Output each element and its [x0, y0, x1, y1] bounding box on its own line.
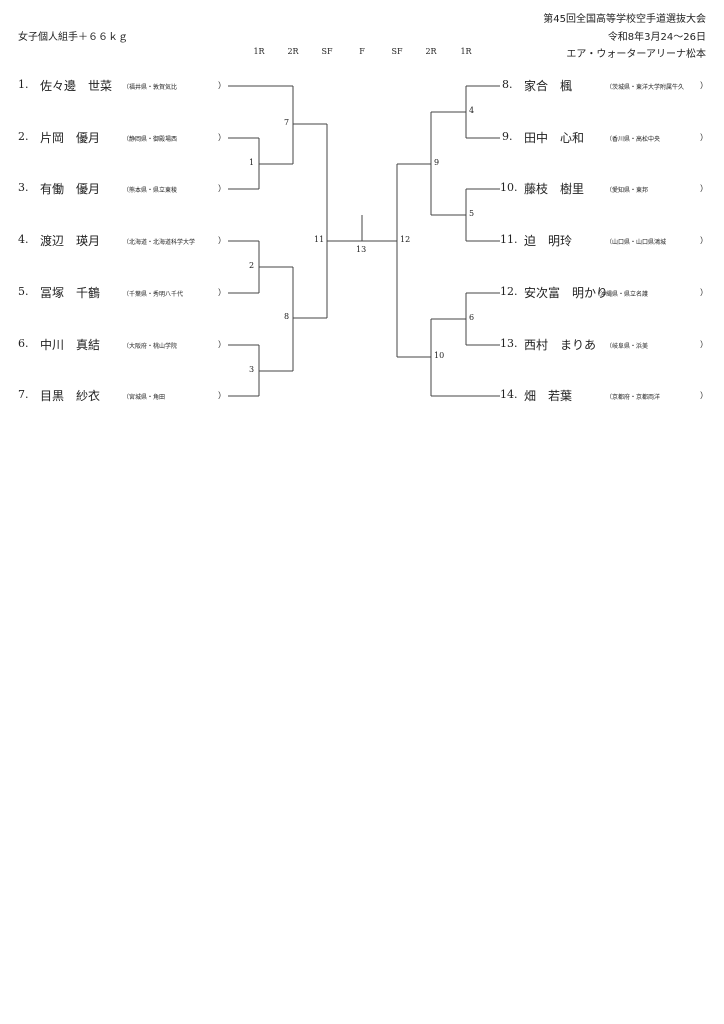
team-close-paren: ） [700, 81, 708, 90]
entry-number: 12. [500, 285, 518, 298]
match-number: 13 [356, 245, 367, 254]
entry-number: 6. [18, 337, 29, 350]
round-label: SF [321, 47, 333, 56]
match-number: 1 [249, 158, 255, 167]
entry-number: 5. [18, 285, 29, 298]
team-close-paren: ） [218, 340, 226, 349]
round-label: F [359, 47, 365, 56]
entry-number: 4. [18, 233, 29, 246]
team-close-paren: ） [218, 288, 226, 297]
athlete-team: （千葉県・秀明八千代 [123, 291, 184, 298]
athlete-name: 西村 まりあ [524, 338, 597, 352]
athlete-team: （沖縄県・県立名護 [594, 291, 649, 298]
match-number: 3 [249, 365, 255, 374]
athlete-name: 有働 優月 [40, 182, 101, 196]
team-close-paren: ） [700, 391, 708, 400]
match-number: 9 [434, 158, 440, 167]
athlete-name: 佐々邊 世菜 [40, 79, 113, 93]
team-close-paren: ） [700, 236, 708, 245]
team-close-paren: ） [700, 133, 708, 142]
athlete-team: （福井県・敦賀気比 [123, 84, 178, 91]
round-label: 2R [287, 47, 299, 56]
athlete-name: 迫 明玲 [524, 234, 573, 248]
athlete-team: （愛知県・東邦 [606, 187, 649, 194]
tournament-venue: エア・ウォーターアリーナ松本 [566, 49, 706, 60]
entry-number: 9. [502, 130, 513, 143]
category-title: 女子個人組手＋６６ｋｇ [18, 32, 128, 43]
athlete-name: 家合 楓 [524, 79, 573, 93]
entry-number: 14. [500, 388, 518, 401]
match-number: 11 [314, 235, 325, 244]
entry-number: 1. [18, 78, 29, 91]
athlete-name: 中川 真結 [40, 338, 101, 352]
match-number: 12 [400, 235, 411, 244]
athlete-name: 安次富 明かり [524, 286, 609, 300]
match-number: 8 [284, 312, 290, 321]
match-number: 10 [434, 351, 445, 360]
match-number: 7 [284, 118, 290, 127]
team-close-paren: ） [218, 133, 226, 142]
athlete-name: 目黒 紗衣 [40, 389, 101, 403]
athlete-team: （岐阜県・浜美 [606, 343, 649, 350]
entry-number: 7. [18, 388, 29, 401]
athlete-name: 田中 心和 [524, 131, 585, 145]
tournament-dates: 令和8年3月24～26日 [607, 32, 706, 43]
athlete-name: 畑 若葉 [524, 389, 573, 403]
team-close-paren: ） [218, 236, 226, 245]
athlete-team: （大阪府・桃山学院 [123, 343, 178, 350]
team-close-paren: ） [218, 391, 226, 400]
athlete-team: （北海道・北海道科学大学 [123, 239, 196, 246]
match-number: 2 [249, 261, 255, 270]
entry-number: 13. [500, 337, 518, 350]
team-close-paren: ） [700, 288, 708, 297]
entry-number: 10. [500, 181, 518, 194]
athlete-team: （香川県・高松中央 [606, 136, 661, 143]
team-close-paren: ） [700, 184, 708, 193]
athlete-name: 渡辺 瑛月 [40, 234, 101, 248]
match-number: 5 [469, 209, 475, 218]
athlete-team: （静岡県・御殿場西 [123, 136, 178, 143]
team-close-paren: ） [218, 184, 226, 193]
athlete-name: 片岡 優月 [40, 131, 101, 145]
round-label: 1R [460, 47, 472, 56]
entry-number: 11. [500, 233, 518, 246]
team-close-paren: ） [700, 340, 708, 349]
athlete-name: 冨塚 千鶴 [40, 286, 101, 300]
athlete-team: （熊本県・県立東稜 [123, 187, 178, 194]
athlete-team: （宮城県・角田 [123, 394, 166, 401]
entry-number: 3. [18, 181, 29, 194]
athlete-team: （茨城県・東洋大学附属牛久 [606, 84, 685, 91]
athlete-name: 藤枝 樹里 [524, 182, 585, 196]
round-label: SF [391, 47, 403, 56]
team-close-paren: ） [218, 81, 226, 90]
athlete-team: （京都府・京都両洋 [606, 394, 661, 401]
round-label: 1R [253, 47, 265, 56]
round-label: 2R [425, 47, 437, 56]
entry-number: 8. [502, 78, 513, 91]
athlete-team: （山口県・山口県鴻城 [606, 239, 667, 246]
match-number: 4 [469, 106, 475, 115]
match-number: 6 [469, 313, 475, 322]
entry-number: 2. [18, 130, 29, 143]
tournament-name: 第45回全国高等学校空手道選抜大会 [543, 14, 706, 25]
